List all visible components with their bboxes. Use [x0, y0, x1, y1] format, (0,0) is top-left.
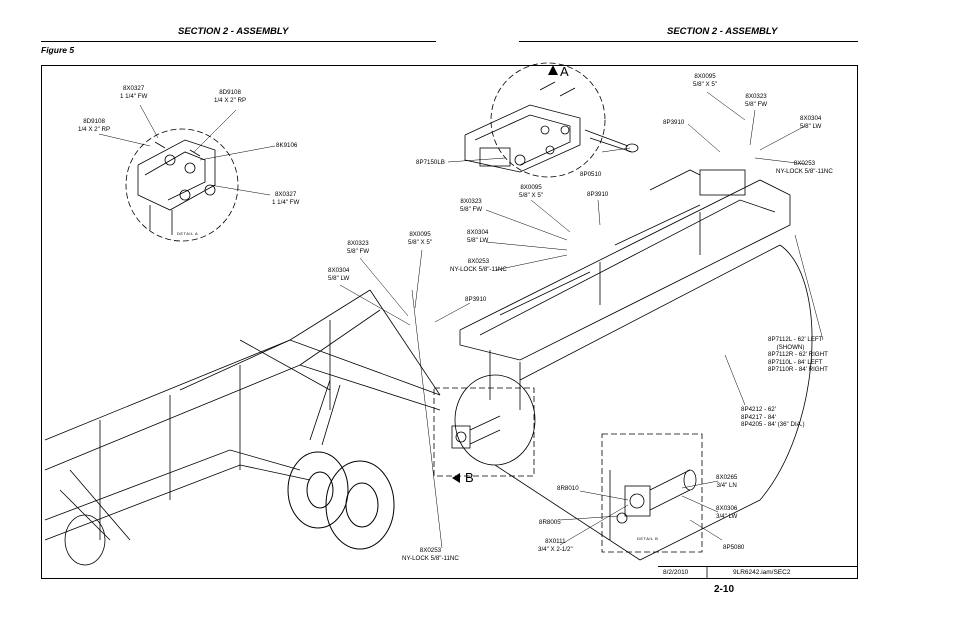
part-label: 8K9106 — [276, 142, 298, 149]
part-label: 8R8010 — [557, 485, 579, 492]
title-block-date: 8/2/2010 — [663, 569, 689, 576]
part-label: 8X0304 5/8" LW — [328, 267, 350, 282]
detail-b-box — [433, 387, 535, 477]
section-title-left: SECTION 2 - ASSEMBLY — [178, 26, 289, 37]
hitch-bracket — [464, 81, 639, 173]
part-label: 8X0323 5/8" FW — [745, 93, 768, 108]
part-label: 8X0327 1 1/4" FW — [272, 191, 300, 206]
part-label: 8D9108 1/4 X 2" RP — [78, 118, 111, 133]
detail-arrows — [452, 65, 558, 483]
detail-a-circle-top — [490, 62, 606, 178]
part-label: 8P3910 — [587, 191, 609, 198]
part-label: 8P5080 — [723, 544, 745, 551]
part-label: 8X0111 3/4" X 2-1/2" — [538, 538, 573, 553]
part-label: 8X0095 5/8" X 5" — [519, 184, 544, 199]
section-title-right: SECTION 2 - ASSEMBLY — [667, 26, 778, 37]
part-label: 8P4212 - 62' 8P4217 - 84' 8P4205 - 84' (… — [741, 406, 805, 428]
part-label: 8X0327 1 1/4" FW — [120, 85, 148, 100]
part-label: 8X0253 NY-LOCK 5/8"-11NC — [776, 160, 833, 175]
detail-b-bearing — [451, 415, 501, 449]
part-label: 8R8005 — [539, 519, 561, 526]
part-label: 8X0253 NY-LOCK 5/8"-11NC — [402, 547, 459, 562]
part-label: 8P7112L - 62' LEFT (SHOWN) 8P7112R - 62'… — [768, 336, 828, 373]
roller-frame — [459, 169, 791, 410]
drawing-frame — [41, 65, 858, 579]
detail-b-marker: B — [465, 470, 474, 485]
part-label: 8D9108 1/4 X 2" RP — [214, 89, 247, 104]
part-label: 8X0253 NY-LOCK 5/8"-11NC — [450, 258, 507, 273]
title-block-file: 9LR6242.iam/SEC2 — [733, 569, 791, 576]
carrier-frame — [44, 289, 441, 566]
figure-label: Figure 5 — [41, 45, 75, 55]
detail-b-enlarged-bearing — [609, 469, 697, 540]
detail-a-circle-left — [125, 128, 239, 242]
header-rule-left — [41, 41, 436, 42]
part-label: 8X0304 5/8" LW — [467, 229, 489, 244]
part-label: 8P3910 — [465, 296, 487, 303]
leader-lines — [98, 91, 824, 549]
detail-a-marker: A — [560, 64, 569, 79]
header-rule-right — [519, 41, 858, 42]
part-label: 8X0304 5/8" LW — [800, 115, 822, 130]
part-label: 8P7150LB — [416, 159, 445, 166]
page-number: 2-10 — [714, 584, 735, 595]
title-block: 8/2/2010 9LR6242.iam/SEC2 — [658, 566, 858, 580]
detail-b-caption: DETAIL B — [637, 536, 659, 541]
part-label: 8X0095 5/8" X 5" — [408, 231, 433, 246]
part-label: 8P3910 — [663, 119, 685, 126]
roller-drum — [454, 244, 813, 561]
part-label: 8P0510 — [580, 171, 602, 178]
part-label: 8X0323 5/8" FW — [460, 198, 483, 213]
part-label: 8X0306 3/4" LW — [716, 505, 738, 520]
detail-a-hitch-parts — [137, 139, 216, 235]
detail-a-caption: DETAIL A — [177, 231, 199, 236]
part-label: 8X0265 3/4" LN — [716, 474, 738, 489]
part-label: 8X0323 5/8" FW — [347, 240, 370, 255]
wheels — [287, 451, 395, 550]
detail-b-box-enlarged — [601, 433, 703, 553]
part-label: 8X0095 5/8" X 5" — [693, 73, 718, 88]
